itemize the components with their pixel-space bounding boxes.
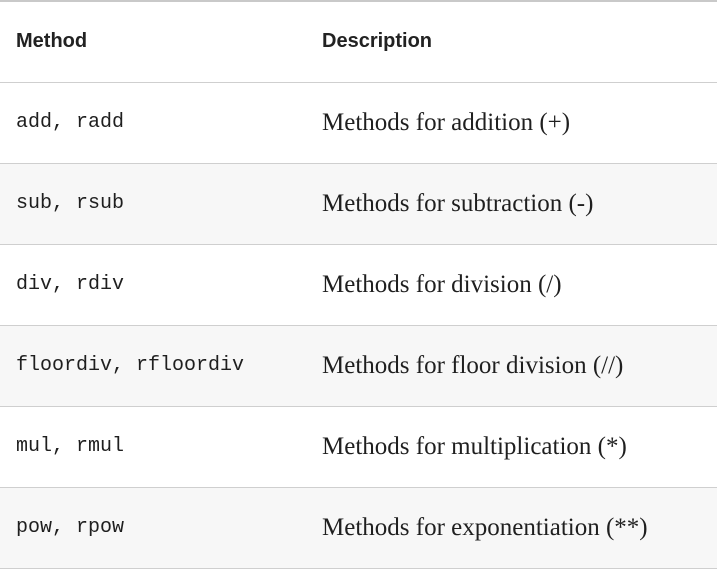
table-row: pow, rpow Methods for exponentiation (**…: [0, 487, 717, 569]
description-cell: Methods for addition (+): [306, 82, 717, 164]
description-cell: Methods for floor division (//): [306, 325, 717, 407]
table-row: div, rdiv Methods for division (/): [0, 244, 717, 326]
column-header-description: Description: [306, 2, 717, 83]
method-cell: add, radd: [0, 82, 306, 164]
table-row: mul, rmul Methods for multiplication (*): [0, 406, 717, 488]
table-row: sub, rsub Methods for subtraction (-): [0, 163, 717, 245]
table-row: add, radd Methods for addition (+): [0, 82, 717, 164]
table-header-row: Method Description: [0, 2, 717, 83]
method-cell: floordiv, rfloordiv: [0, 325, 306, 407]
method-cell: div, rdiv: [0, 244, 306, 326]
method-cell: mul, rmul: [0, 406, 306, 488]
description-cell: Methods for exponentiation (**): [306, 487, 717, 569]
description-cell: Methods for multiplication (*): [306, 406, 717, 488]
method-cell: pow, rpow: [0, 487, 306, 569]
description-cell: Methods for subtraction (-): [306, 163, 717, 245]
column-header-method: Method: [0, 2, 306, 83]
description-cell: Methods for division (/): [306, 244, 717, 326]
table-row: floordiv, rfloordiv Methods for floor di…: [0, 325, 717, 407]
method-cell: sub, rsub: [0, 163, 306, 245]
